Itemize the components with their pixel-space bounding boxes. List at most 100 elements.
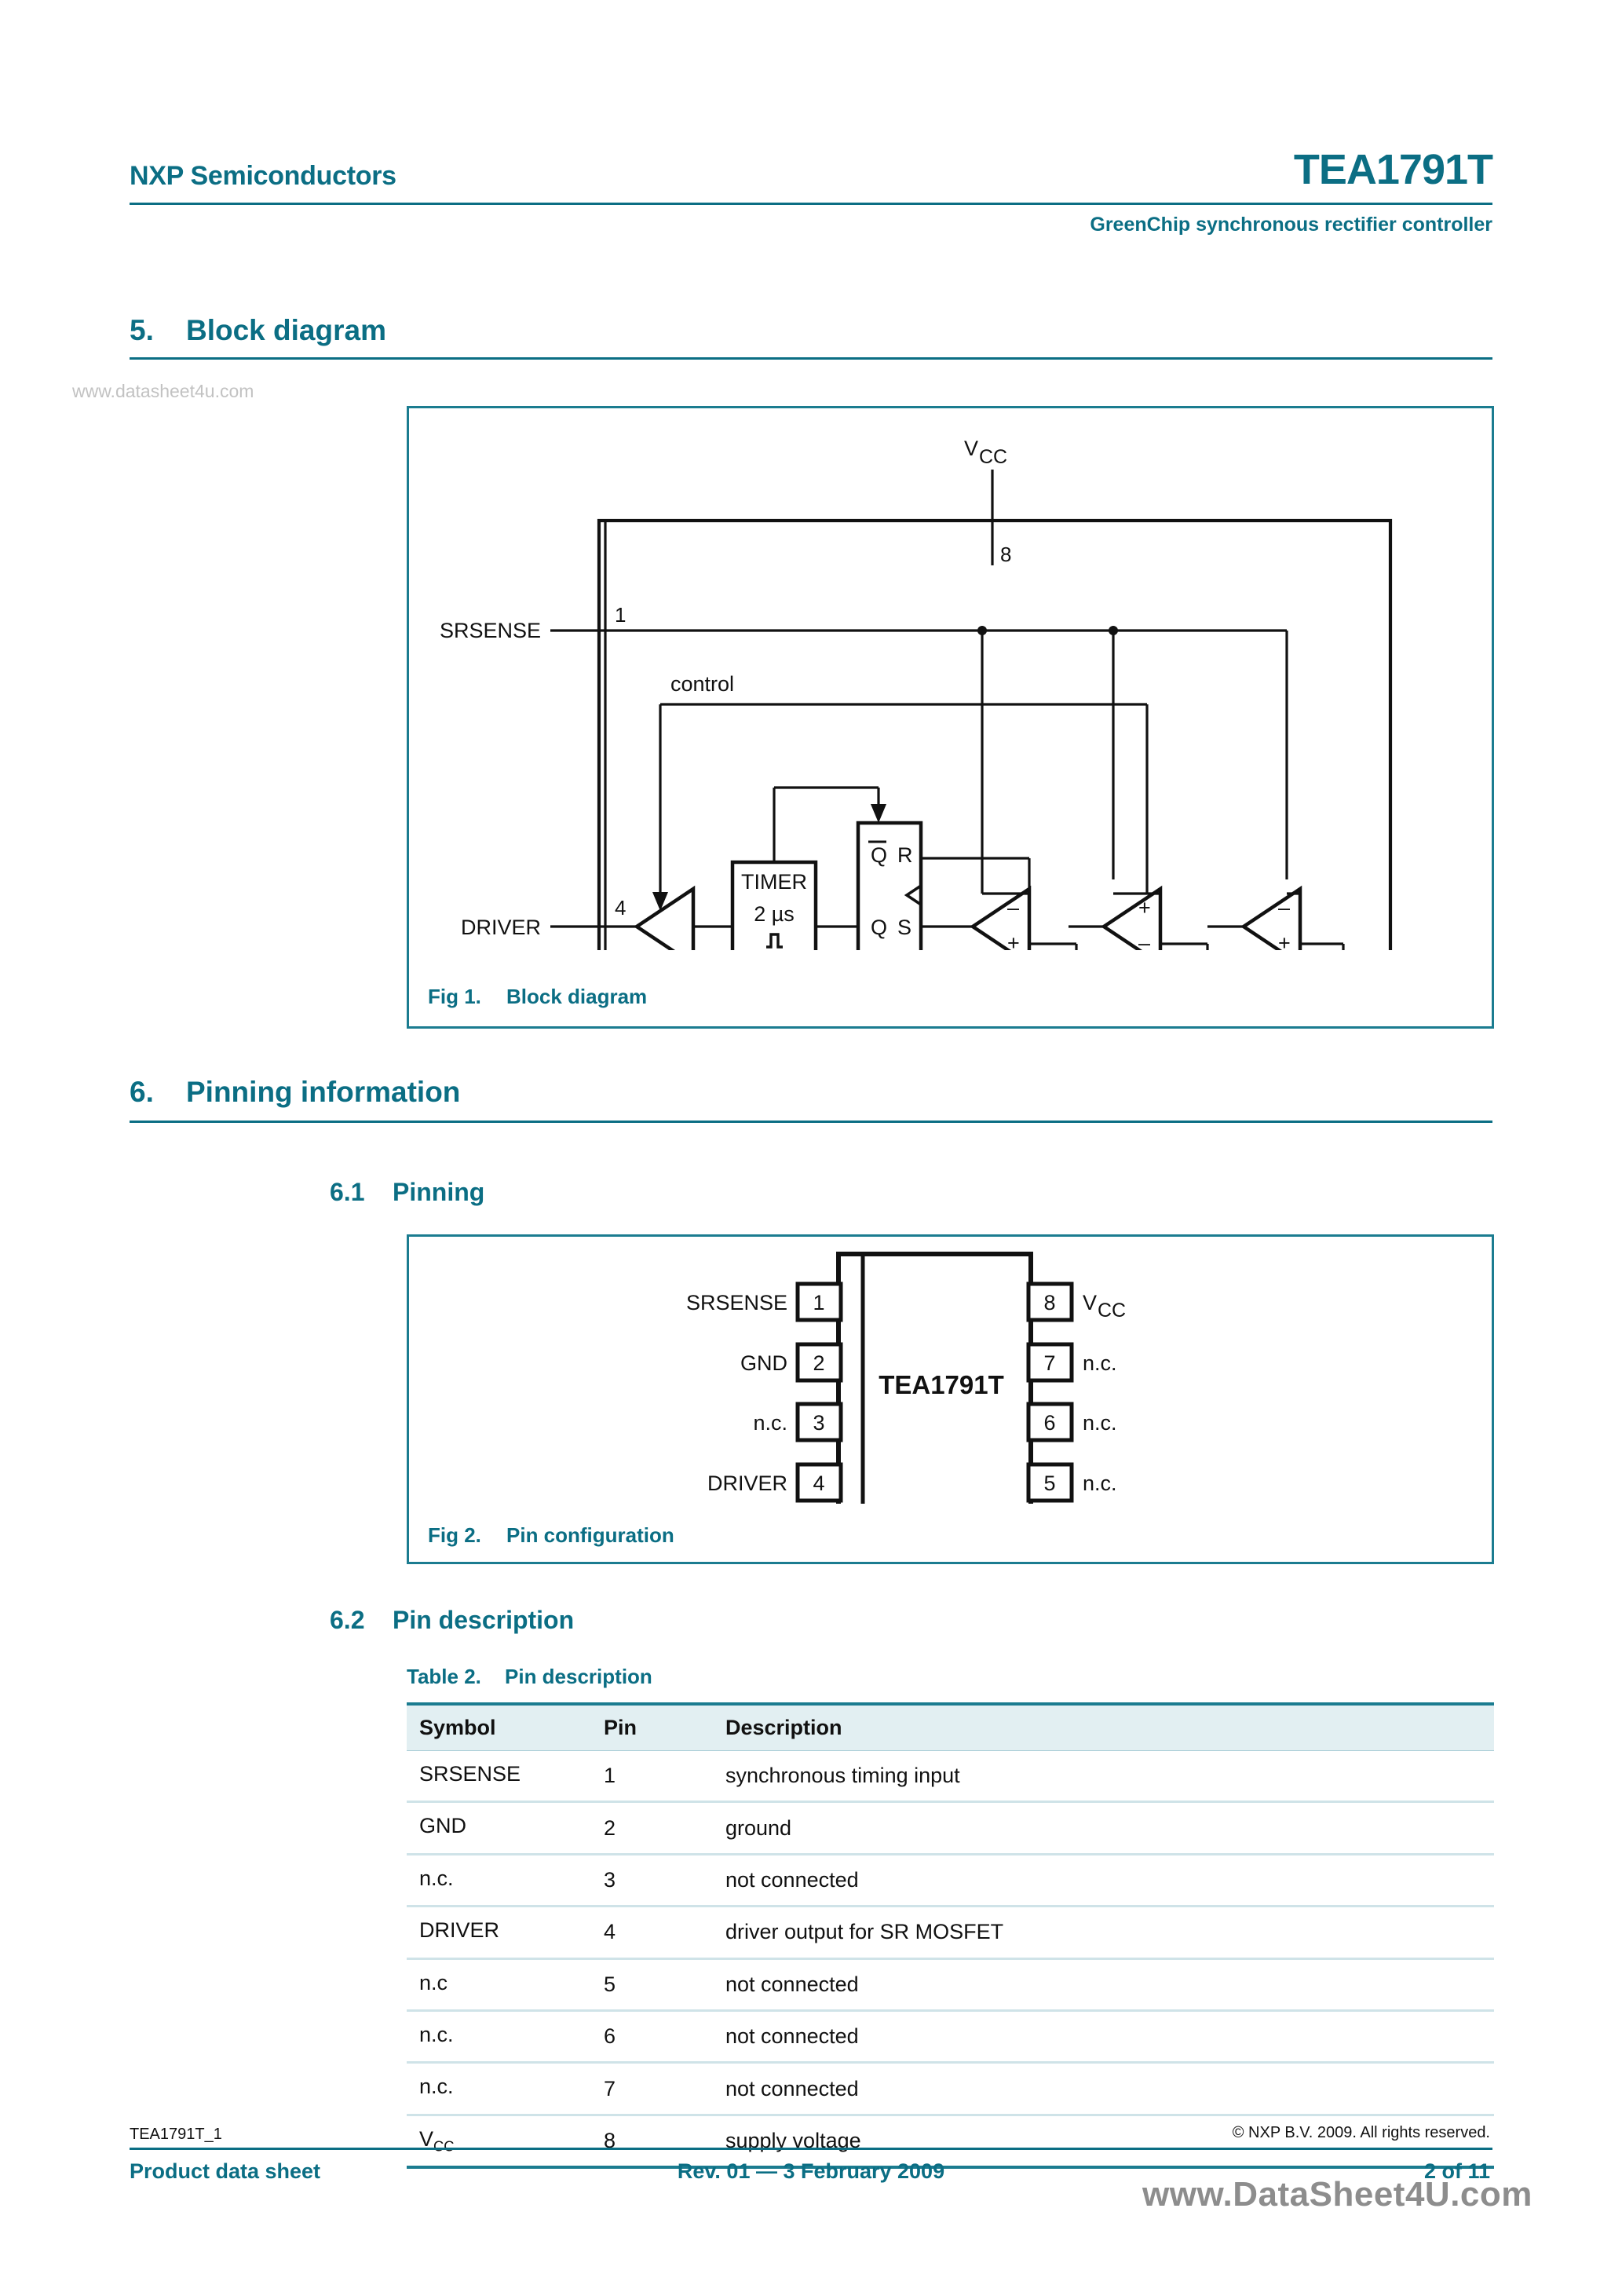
cell-pin: 6 — [591, 2010, 713, 2064]
table-2-title: Pin description — [505, 1665, 652, 1688]
subsection-number: 6.2 — [330, 1606, 365, 1634]
flipflop-s-label: S — [897, 916, 911, 939]
pin-8-name: V — [1083, 1291, 1097, 1314]
pin-pad-2 — [795, 1342, 843, 1383]
cell-description: supply voltage — [713, 2115, 1494, 2170]
vcc-label: V — [964, 437, 978, 460]
cell-pin: 7 — [591, 2062, 713, 2116]
driver-pin-label: DRIVER — [461, 916, 541, 939]
symbol-subscript: CC — [433, 2137, 455, 2155]
pulse-icon — [766, 933, 783, 949]
pin-configuration-svg: TEA1791T 1 SRSENSE 2 GND 3 n.c. 4 DRIVER… — [686, 1252, 1126, 1504]
table-row: n.c 5 not connected — [407, 1958, 1494, 2012]
flipflop-qbar-label: Q — [871, 843, 887, 867]
driver-pin-number: 4 — [615, 896, 626, 919]
section-heading-block-diagram: 5. Block diagram — [130, 314, 386, 347]
footer-revision: Rev. 01 — 3 February 2009 — [677, 2159, 945, 2183]
figure-2-caption: Fig 2.Pin configuration — [428, 1523, 674, 1548]
cell-symbol: DRIVER — [407, 1906, 591, 1960]
cell-pin: 4 — [591, 1906, 713, 1960]
cell-symbol: n.c. — [407, 2010, 591, 2064]
srsense-pin-number: 1 — [615, 603, 626, 627]
pin-pad-1-number: 1 — [813, 1291, 824, 1314]
pin-pad-2-number: 2 — [813, 1351, 824, 1375]
cell-description: not connected — [713, 1854, 1494, 1908]
chip-body — [836, 1252, 1033, 1504]
flipflop-block — [856, 821, 923, 950]
section-number: 5. — [130, 314, 154, 346]
symbol-text: n.c — [419, 1970, 448, 1994]
block-diagram-svg: V CC 8 SRSENSE 1 — [440, 437, 1393, 950]
junction-dot — [1109, 626, 1118, 635]
comparator-1-symbol — [969, 885, 1032, 950]
control-arrowhead — [652, 892, 668, 911]
column-header-symbol: Symbol — [407, 1702, 591, 1751]
pin-pad-6 — [1026, 1402, 1074, 1442]
junction-dot — [977, 626, 987, 635]
table-2-number: Table 2. — [407, 1665, 481, 1688]
figure-1-number: Fig 1. — [428, 985, 481, 1008]
pin-pad-7 — [1026, 1342, 1074, 1383]
pin-pad-3-number: 3 — [813, 1411, 824, 1435]
pin-7-name: n.c. — [1083, 1351, 1117, 1375]
pin-pad-4-number: 4 — [813, 1472, 824, 1495]
cell-pin: 1 — [591, 1750, 713, 1804]
section-title: Block diagram — [186, 314, 386, 346]
cell-description: not connected — [713, 2010, 1494, 2064]
pin-pad-1 — [795, 1281, 843, 1322]
pin-1-name: SRSENSE — [686, 1291, 787, 1314]
symbol-text: n.c. — [419, 2022, 454, 2046]
timer-title: TIMER — [741, 870, 807, 894]
watermark-top: www.datasheet4u.com — [72, 381, 254, 401]
pin-pad-5-number: 5 — [1043, 1472, 1055, 1495]
pin-pad-4 — [795, 1462, 843, 1503]
table-row: DRIVER 4 driver output for SR MOSFET — [407, 1906, 1494, 1960]
pin-5-name: n.c. — [1083, 1472, 1117, 1495]
srsense-pin-label: SRSENSE — [440, 619, 541, 642]
header-subtitle: GreenChip synchronous rectifier controll… — [1090, 214, 1492, 236]
pin-2-name: GND — [740, 1351, 787, 1375]
table-2-caption: Table 2. Pin description — [407, 1665, 652, 1689]
pin-pad-6-number: 6 — [1043, 1411, 1055, 1435]
cell-pin: 3 — [591, 1854, 713, 1908]
vcc-subscript: CC — [979, 446, 1007, 468]
table-header-row: Symbol Pin Description — [407, 1702, 1494, 1751]
pin-8-name-subscript: CC — [1098, 1300, 1126, 1322]
table-row: n.c. 7 not connected — [407, 2062, 1494, 2116]
figure-1-title: Block diagram — [506, 985, 648, 1008]
flipflop-clock-arrowhead — [871, 804, 886, 823]
symbol-text: n.c. — [419, 2075, 454, 2099]
cell-description: driver output for SR MOSFET — [713, 1906, 1494, 1960]
footer-copyright: © NXP B.V. 2009. All rights reserved. — [1232, 2124, 1490, 2141]
flipflop-q-label: Q — [871, 916, 887, 939]
footer-document-type: Product data sheet — [130, 2159, 321, 2183]
column-header-description: Description — [713, 1702, 1494, 1751]
symbol-text: V — [419, 2126, 434, 2151]
comparator-3-plus-sign: + — [1278, 931, 1291, 950]
table-row: SRSENSE 1 synchronous timing input — [407, 1750, 1494, 1804]
figure-2-title: Pin configuration — [506, 1523, 674, 1547]
section-title: Pinning information — [186, 1076, 461, 1108]
control-label: control — [670, 672, 734, 696]
cell-description: not connected — [713, 2062, 1494, 2116]
comparator-3-symbol — [1240, 885, 1302, 950]
header-divider — [130, 203, 1492, 205]
table-row: n.c. 6 not connected — [407, 2010, 1494, 2064]
column-header-pin: Pin — [591, 1702, 713, 1751]
pin-pad-7-number: 7 — [1043, 1351, 1055, 1375]
footer-divider — [130, 2148, 1492, 2150]
right-pin-group: 8 V CC 7 n.c. 6 n.c. 5 n.c. — [1026, 1281, 1126, 1503]
symbol-text: SRSENSE — [419, 1762, 521, 1786]
header-part-number: TEA1791T — [1293, 146, 1493, 193]
comparator-2-symbol — [1100, 885, 1163, 950]
symbol-text: n.c. — [419, 1866, 454, 1890]
cell-symbol: SRSENSE — [407, 1750, 591, 1804]
footer-page-number: 2 of 11 — [1423, 2159, 1490, 2183]
footer-document-id: TEA1791T_1 — [130, 2126, 222, 2143]
cell-pin: 2 — [591, 1801, 713, 1855]
timer-value-1: 2 µs — [754, 902, 795, 926]
subsection-number: 6.1 — [330, 1178, 365, 1206]
figure-2-container: TEA1791T 1 SRSENSE 2 GND 3 n.c. 4 DRIVER… — [407, 1234, 1494, 1564]
subsection-title: Pinning — [393, 1178, 485, 1206]
section-heading-pinning-information: 6.Pinning information — [130, 1076, 460, 1109]
